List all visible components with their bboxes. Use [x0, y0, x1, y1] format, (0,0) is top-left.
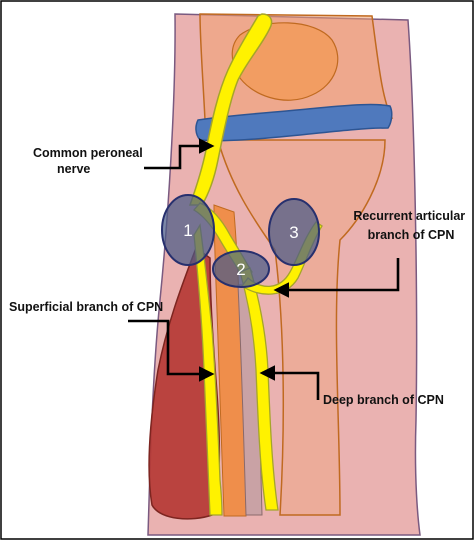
- deep-branch-nerve: [239, 267, 279, 511]
- label-recurrent-articular: Recurrent articular branch of CPN: [353, 209, 468, 242]
- arrow-common-peroneal: [144, 138, 215, 170]
- marker-3-number: 3: [289, 223, 298, 242]
- common-peroneal-nerve: [188, 13, 273, 206]
- arrow-deep-branch: [259, 365, 320, 400]
- marker-2-number: 2: [236, 260, 245, 279]
- marker-2: 2: [212, 250, 270, 288]
- marker-1-number: 1: [183, 221, 192, 240]
- label-common-peroneal: Common peroneal nerve: [33, 146, 146, 176]
- tibia: [217, 139, 386, 516]
- label-deep-branch: Deep branch of CPN: [323, 393, 444, 407]
- marker-3: 3: [268, 198, 320, 266]
- arrow-recurrent-articular: [273, 258, 400, 298]
- marker-1: 1: [161, 194, 215, 266]
- label-superficial-branch: Superficial branch of CPN: [9, 300, 163, 314]
- arrow-superficial-branch: [128, 319, 215, 382]
